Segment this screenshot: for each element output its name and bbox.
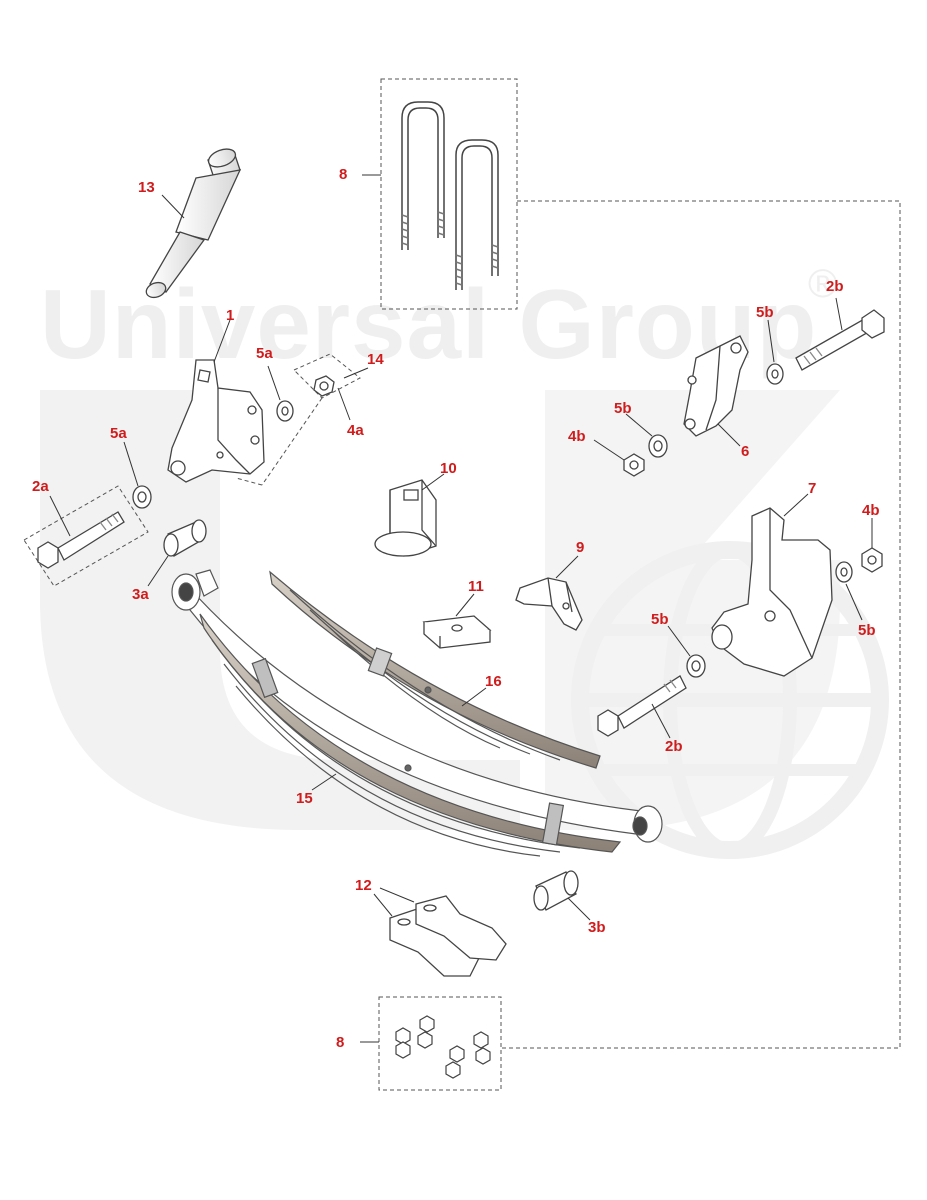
callout-5b-right: 5b [858, 622, 876, 639]
callout-3a: 3a [132, 586, 149, 603]
rear-nut-washer-set [623, 363, 784, 477]
callout-2b-lower: 2b [665, 738, 683, 755]
front-bolt [37, 511, 125, 569]
rear-bushing [533, 870, 579, 911]
nut-set [395, 1015, 491, 1079]
callout-15: 15 [296, 790, 313, 807]
front-bushing [163, 519, 207, 557]
callout-12: 12 [355, 877, 372, 894]
callout-4b-right: 4b [862, 502, 880, 519]
callout-5b-lower: 5b [651, 611, 669, 628]
callout-3b: 3b [588, 919, 606, 936]
watermark-registered-mark: ® [808, 262, 838, 306]
callout-5a-upper: 5a [256, 345, 273, 362]
front-hanger-bracket [167, 359, 265, 483]
callout-5b-top: 5b [756, 304, 774, 321]
leader-lines [49, 174, 873, 1043]
center-bracket [374, 479, 437, 557]
callout-8-top: 8 [339, 166, 348, 183]
callout-5a-left: 5a [110, 425, 127, 442]
rear-bolt-upper [795, 309, 885, 371]
callout-2a: 2a [32, 478, 49, 495]
equalizer-bracket [515, 577, 583, 631]
dashed-group-lines [23, 78, 901, 1091]
callout-16: 16 [485, 673, 502, 690]
callout-9: 9 [576, 539, 585, 556]
callout-4b-left: 4b [568, 428, 586, 445]
rear-shackle [683, 335, 749, 437]
callout-14: 14 [367, 351, 384, 368]
rear-bolt-lower [597, 675, 687, 737]
clamp-plates [389, 895, 507, 977]
callout-6: 6 [741, 443, 750, 460]
u-bolt-pair [401, 101, 499, 290]
hanger-nut-washer-set [686, 547, 883, 678]
spacer-block [422, 615, 492, 649]
callout-13: 13 [138, 179, 155, 196]
callout-7: 7 [808, 480, 817, 497]
callout-11: 11 [468, 578, 484, 595]
callout-1: 1 [226, 307, 235, 324]
callout-10: 10 [440, 460, 457, 477]
callout-4a: 4a [347, 422, 364, 439]
helper-spring [269, 570, 601, 769]
front-nut-washer-set [132, 375, 335, 509]
rear-hanger [711, 507, 833, 677]
callout-8-bottom: 8 [336, 1034, 345, 1051]
shock-absorber [145, 148, 242, 299]
callout-5b-mid: 5b [614, 400, 632, 417]
main-leaf-spring [171, 569, 663, 857]
callout-2b-top: 2b [826, 278, 844, 295]
